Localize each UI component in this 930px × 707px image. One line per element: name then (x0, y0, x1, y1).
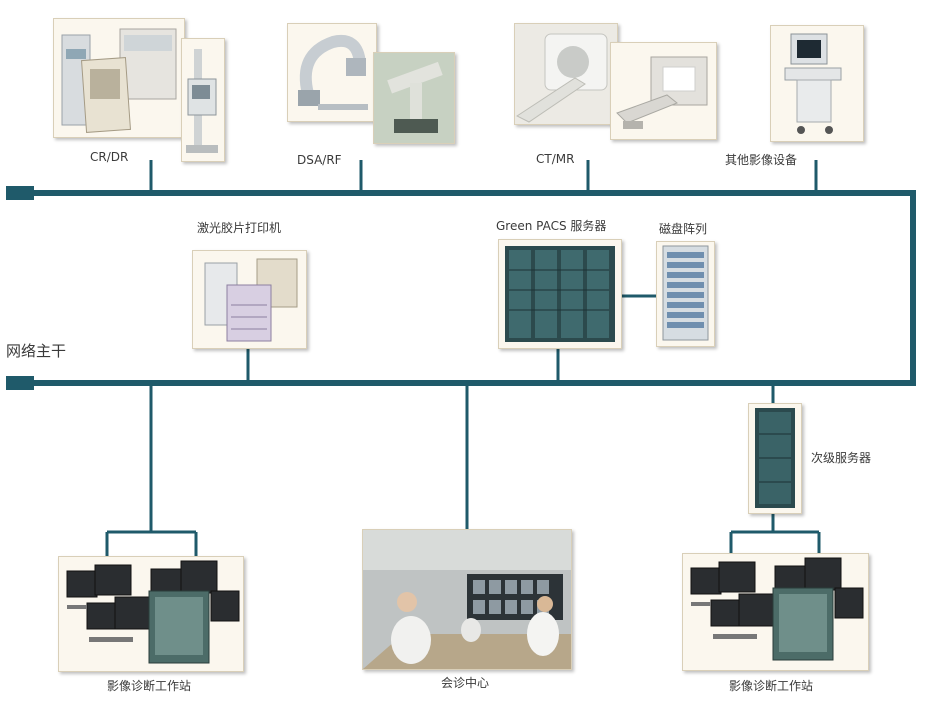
pacs-server-image (498, 239, 622, 349)
cr-dr-label: CR/DR (90, 150, 129, 164)
ct-mr-label: CT/MR (536, 152, 575, 166)
dr-stand-image (181, 38, 225, 162)
ultrasound-image (770, 25, 864, 142)
disk-array-image (656, 241, 715, 347)
workstation-left-label: 影像诊断工作站 (107, 679, 192, 693)
laser-printer-image (192, 250, 307, 349)
consult-center-image (362, 529, 572, 670)
cr-dr-image (53, 18, 185, 138)
lower-backbone-cap (6, 376, 34, 390)
backbone-label: 网络主干 (6, 342, 67, 360)
workstation-right-image (682, 553, 869, 671)
pacs-server-label: Green PACS 服务器 (496, 219, 607, 233)
rf-image (373, 52, 455, 144)
ct-image (514, 23, 618, 125)
dsa-image (287, 23, 377, 122)
laser-printer-label: 激光胶片打印机 (197, 221, 282, 235)
other-devices-label: 其他影像设备 (725, 153, 798, 167)
workstation-left-image (58, 556, 244, 672)
upper-backbone-cap (6, 186, 34, 200)
secondary-server-label: 次级服务器 (811, 451, 872, 465)
dsa-rf-label: DSA/RF (297, 153, 342, 167)
consult-center-label: 会诊中心 (441, 676, 490, 690)
disk-array-label: 磁盘阵列 (659, 222, 708, 236)
secondary-server-image (748, 403, 802, 514)
mr-image (610, 42, 717, 140)
workstation-right-label: 影像诊断工作站 (729, 679, 814, 693)
